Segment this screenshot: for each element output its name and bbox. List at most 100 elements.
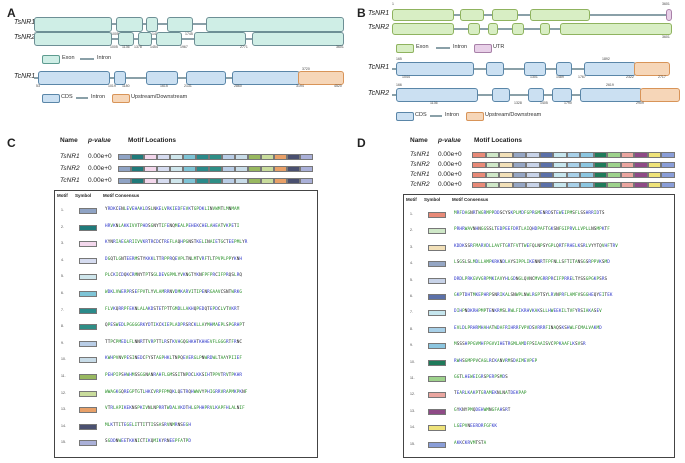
motif-segment — [539, 152, 553, 158]
motif-symbol — [79, 407, 97, 414]
motif-symbol — [428, 392, 446, 399]
cds-box — [486, 62, 504, 76]
exon-box — [138, 32, 152, 46]
motif-number: 13. — [410, 408, 415, 413]
utr-box — [666, 9, 672, 21]
col-header-pvalue: p-value — [438, 137, 461, 144]
cons-header-consensus: Motif Consensus — [452, 197, 489, 202]
motif-symbol — [79, 241, 97, 248]
pos-tick: 1044 — [402, 75, 410, 79]
motif-symbol — [428, 343, 446, 350]
pos-tick: 1 — [392, 2, 394, 6]
pos-tick: 1413 — [152, 32, 160, 36]
exon-box — [540, 23, 550, 35]
cds-box — [524, 62, 546, 76]
exon-box — [116, 17, 143, 32]
motif-symbol — [79, 307, 97, 314]
motif-consensus-seq: KYNRIAEGARIIVVKRTRCDCTREFLAQHPGNSTKELINA… — [105, 240, 248, 246]
pos-tick: 1615 — [160, 84, 168, 88]
motif-segment — [209, 166, 222, 172]
motif-segment — [222, 166, 235, 172]
pos-tick: 1892 — [602, 57, 610, 61]
motif-segment — [472, 182, 486, 188]
motif-number: 12. — [410, 392, 415, 397]
pos-tick: 2771 — [240, 45, 248, 49]
motif-segment — [248, 166, 261, 172]
legend-label: Intron — [453, 44, 468, 50]
pos-tick: 1767 — [578, 75, 586, 79]
motif-segment — [607, 182, 621, 188]
motif-segment — [196, 166, 209, 172]
motif-consensus-seq: PRHRWAVNHNGGSSLTEDPEEFDRTLAIQHDPAFTGKSNF… — [454, 227, 610, 233]
motif-segment — [647, 152, 661, 158]
motif-segment — [209, 154, 222, 160]
motif-segment — [647, 172, 661, 178]
pos-tick: 1328 — [514, 101, 522, 105]
motif-segment — [553, 162, 567, 168]
cds-box — [38, 71, 110, 85]
cons-header-motif: Motif — [406, 197, 417, 202]
motif-segment — [131, 154, 144, 160]
gene-name: TcNR1 — [368, 64, 390, 71]
motif-number: 3. — [61, 241, 64, 246]
motif-consensus-box-c: Motif Symbol Motif Consensus 1.YRDKCENLE… — [54, 190, 318, 458]
row-pvalue: 0.00e+0 — [438, 151, 462, 158]
motif-segment — [647, 162, 661, 168]
motif-number: 2. — [61, 224, 64, 229]
motif-segment — [607, 152, 621, 158]
motif-segment — [580, 162, 594, 168]
pos-tick: 1005 — [111, 32, 119, 36]
motif-segment — [539, 162, 553, 168]
col-header-name: Name — [60, 137, 78, 144]
exon-box — [488, 23, 498, 35]
pos-tick: 2909 — [636, 101, 644, 105]
motif-segment — [118, 166, 131, 172]
motif-segment — [157, 178, 170, 184]
motif-number: 4. — [410, 261, 413, 266]
legend-label: Intron — [91, 94, 106, 100]
legend-label: CDS — [61, 94, 73, 100]
pos-tick: 4520 — [334, 84, 342, 88]
pos-tick: 1745 — [185, 32, 193, 36]
legend-label: Intron — [445, 112, 460, 118]
motif-segment — [607, 172, 621, 178]
motif-consensus-seq: FLVKQRRPFEKNLALAKDSTETPTTGMDLLAKHQPEDQTE… — [105, 306, 240, 312]
motif-consensus-box-d: Motif Symbol Motif Consensus 1.MRFDAGNRT… — [403, 194, 675, 458]
exon-box — [512, 23, 524, 35]
cds-swatch — [42, 94, 60, 103]
motif-segment — [485, 152, 499, 158]
motif-segment — [512, 182, 526, 188]
motif-consensus-seq: MRFDAGNRTWGRMPPDDSCYSKPLMDFGPRGMENRDSTEW… — [454, 211, 605, 216]
motif-segment — [499, 162, 513, 168]
motif-segment — [620, 152, 634, 158]
legend-label: Upstream/Downstream — [131, 94, 188, 100]
motif-symbol — [79, 224, 97, 231]
cds-box — [396, 88, 478, 102]
legend-label: Exon — [416, 44, 429, 50]
intron-swatch — [80, 58, 94, 60]
legend-label: Intron — [97, 55, 112, 61]
motif-segment — [526, 162, 540, 168]
cds-box — [580, 88, 642, 102]
motif-segment — [261, 154, 274, 160]
legend-label: Exon — [62, 55, 75, 61]
pos-tick: 3194 — [296, 84, 304, 88]
motif-segment — [485, 172, 499, 178]
col-header-pvalue: p-value — [88, 137, 111, 144]
pos-tick: 1180 — [122, 84, 130, 88]
motif-symbol — [428, 425, 446, 432]
motif-number: 12. — [61, 390, 66, 395]
updown-swatch — [112, 94, 130, 103]
motif-symbol — [428, 359, 446, 366]
motif-segment — [539, 182, 553, 188]
motif-segment — [472, 152, 486, 158]
motif-segment — [118, 154, 131, 160]
motif-segment — [499, 182, 513, 188]
motif-segment — [261, 178, 274, 184]
motif-segment — [593, 152, 607, 158]
legend-label: UTR — [493, 44, 505, 50]
motif-segment — [261, 166, 274, 172]
motif-segment — [620, 172, 634, 178]
motif-number: 13. — [61, 407, 66, 412]
panel-label-b: B — [357, 6, 366, 20]
